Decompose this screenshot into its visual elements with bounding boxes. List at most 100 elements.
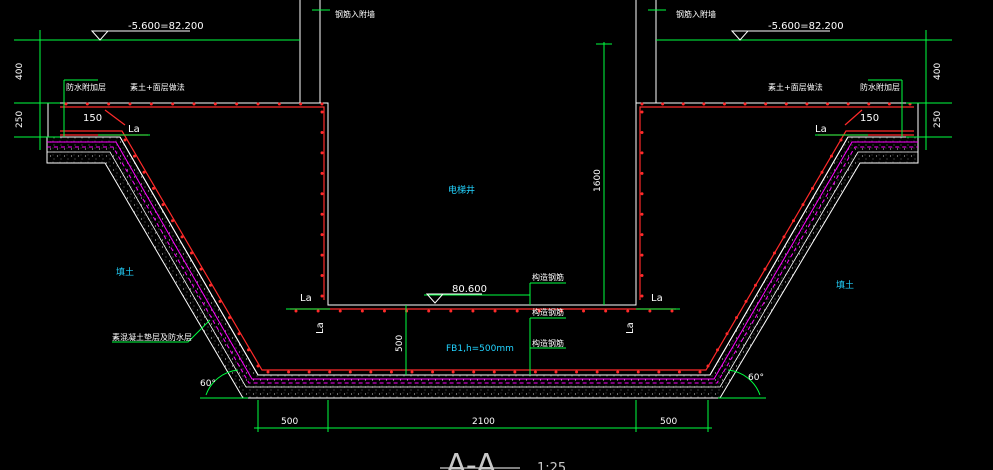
pit-name-label: 电梯井 [448, 184, 475, 196]
rebar-dot [657, 370, 661, 374]
rebar-dot [743, 102, 747, 106]
rebar-dot [735, 316, 738, 320]
dim-left-400: 400 [15, 63, 25, 80]
rebar-dot [826, 102, 830, 106]
rebar-dot [427, 309, 431, 313]
rebar-dot [681, 102, 685, 106]
section-title: A-A [446, 448, 497, 470]
rebar-dot [235, 102, 239, 106]
rebar-dot [320, 192, 324, 196]
rebar-dot [820, 170, 824, 174]
dim-bottom-center: 2100 [472, 417, 495, 427]
dim-left-250: 250 [15, 111, 25, 128]
rebar-dot [698, 370, 702, 374]
rebar-dot [142, 170, 146, 174]
right-soil-label: 填土 [836, 279, 854, 291]
section-scale: 1:25 [537, 461, 566, 470]
rebar-dot [702, 102, 706, 106]
rebar-dot [218, 299, 222, 303]
rebar-dot [449, 309, 453, 313]
rebar-dot [128, 102, 132, 106]
rebar-dot [171, 219, 174, 223]
left-floor-layer-label: 素土+面层做法 [130, 82, 185, 92]
rebar-dot [493, 309, 497, 313]
rebar-dot [670, 309, 674, 313]
rebar-dot [85, 102, 89, 106]
elevation-pit-bottom: 80.600 [452, 284, 487, 295]
left-wall-note: 钢筋入附墙 [335, 9, 375, 19]
rebar-dot [338, 309, 342, 313]
rebar-dot [595, 370, 599, 374]
rebar-dot [213, 102, 217, 106]
rebar-dot [471, 309, 475, 313]
rebar-dot [887, 102, 891, 106]
rebar-dot [277, 102, 281, 106]
slab-note: FB1,h=500mm [446, 344, 514, 354]
la-label-4: La [651, 293, 663, 304]
rebar-dot [133, 154, 136, 158]
la-label-2: La [815, 124, 827, 135]
left-waterproof-label: 防水附加层 [66, 82, 106, 92]
rebar-dot [640, 253, 644, 257]
rebar-dot [784, 102, 788, 106]
rebar-dot [661, 102, 665, 106]
dim-right-250: 250 [933, 111, 943, 128]
rebar-dot [320, 253, 324, 257]
rebar-dot [107, 102, 111, 106]
rebar-dot [640, 110, 644, 114]
annotations: -5.600=82.200 -5.600=82.200 80.600 钢筋入附墙… [15, 9, 943, 470]
rebar-dot [744, 299, 748, 303]
rebar-dot [256, 102, 260, 106]
rebar-dot [389, 370, 393, 374]
right-waterproof-label: 防水附加层 [860, 82, 900, 92]
rebar-dot [256, 364, 260, 368]
rebar-dot [582, 309, 586, 313]
rebar-dot [149, 102, 153, 106]
rebar-dot [640, 130, 644, 134]
rebar-dot [559, 309, 563, 313]
la-label-6: La [625, 322, 636, 334]
rebar-dot [152, 186, 155, 190]
rebar-dot [533, 370, 537, 374]
rebar-dot [320, 130, 324, 134]
rebar-dot [316, 309, 320, 313]
rebar-bottom-label: 构造钢筋 [532, 338, 564, 348]
rebar-dot [616, 370, 620, 374]
rebar-dot [640, 102, 644, 106]
rebar-dot [360, 309, 364, 313]
dim-pit-depth: 1600 [593, 169, 603, 192]
elevation-right-top: -5.600=82.200 [768, 21, 844, 32]
dim-right-400: 400 [933, 63, 943, 80]
rebar-dot [180, 235, 184, 239]
rebar-dot [846, 102, 850, 106]
rebar-dot [237, 332, 241, 336]
elevation-markers [90, 30, 830, 304]
rebar-dot [294, 309, 298, 313]
left-slope-note: 素混凝土垫层及防水层 [112, 332, 192, 342]
rebar-dot [867, 102, 871, 106]
rebar-dot [307, 370, 311, 374]
dimension-lines [14, 9, 952, 432]
rebar-dot [805, 102, 809, 106]
rebar-dot [369, 370, 373, 374]
rebar-dot [575, 370, 579, 374]
rebar-dot [209, 283, 212, 287]
right-wall-note: 钢筋入附墙 [676, 9, 716, 19]
rebar-dot [320, 233, 324, 237]
la-label-5: La [315, 322, 326, 334]
rebar-dot [171, 102, 175, 106]
rebar-dot [123, 138, 127, 142]
rebar-dot [320, 151, 324, 155]
rebar-dot [640, 151, 644, 155]
left-soil-label: 填土 [116, 266, 134, 278]
rebar-dot [773, 251, 776, 255]
rebar-dot [754, 283, 757, 287]
rebar-dot [299, 102, 303, 106]
rebar-lines [60, 106, 914, 371]
rebar-dot [764, 102, 768, 106]
rebar-mid-label: 构造钢筋 [532, 307, 564, 317]
rebar-dot [706, 364, 710, 368]
rebar-dot [716, 348, 719, 352]
rebar-dot [554, 370, 558, 374]
